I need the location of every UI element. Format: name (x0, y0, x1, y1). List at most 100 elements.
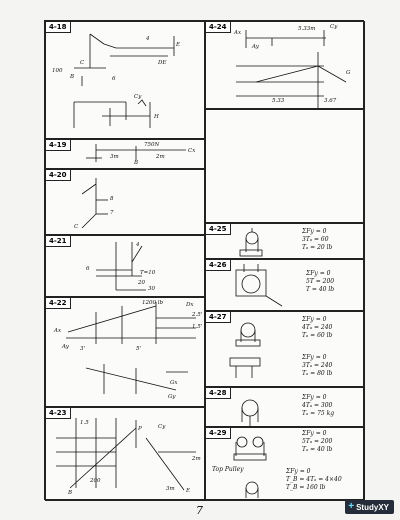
problem-number: 4-26 (206, 260, 231, 271)
problem-4-23-sketch (56, 418, 196, 491)
sketch-label: 3.67 (324, 98, 337, 104)
problem-4-20-sketch (81, 178, 108, 229)
sketch-label: Cx (188, 148, 196, 154)
sketch-label: Gy (168, 394, 176, 400)
equation-block: ΣFy = 0 3Tₐ = 240 Tₐ = 80 lb (302, 354, 332, 378)
problem-4-20-panel: 4-20 8 7 C (45, 169, 205, 235)
sketch-label: Cy (158, 424, 166, 430)
equation-line: 3Tₐ = 60 (302, 236, 329, 243)
sketch-label: Ay (62, 344, 69, 350)
problem-4-18-panel: 4-18 100 B C 4 6 E DE Cy H (45, 21, 205, 139)
sketch-label: 100 (52, 68, 63, 74)
sketch-label: Ay (252, 44, 259, 50)
sketch-label: 1.5 (80, 420, 89, 426)
problem-number: 4-27 (206, 312, 231, 323)
equation-line: T = 40 lb (306, 286, 335, 293)
sketch-label: 4 (136, 242, 140, 248)
sketch-label: 1.5' (192, 324, 203, 330)
problem-4-18-sketch (73, 33, 175, 128)
problem-number: 4-23 (46, 408, 71, 419)
equation-line: ΣFy = 0 (286, 468, 311, 475)
sketch-label: 3m (166, 486, 175, 492)
sketch-label: 2.5' (192, 312, 203, 318)
page-number: 7 (196, 504, 203, 517)
problem-4-22-panel: 4-22 1200 lb Dx 2.5' 1.5' Ax Ay 3' 5' Gx… (45, 297, 205, 407)
problem-number: 4-21 (46, 236, 71, 247)
sketch-label: G (346, 70, 351, 76)
sketch-label: B (134, 160, 139, 166)
equation-line: 5Tₐ = 200 (302, 438, 333, 445)
sketch-label: 2m (156, 154, 165, 160)
equation-line: Tₐ = 80 lb (302, 370, 333, 377)
equation-block: ΣFy = 0 T_B = 4Tₐ = 4×40 T_B = 160 lb (286, 468, 342, 492)
sketch-label: P (138, 426, 142, 432)
top-pulley-label: Top Pulley (212, 466, 244, 473)
equation-line: Tₐ = 20 lb (302, 244, 333, 251)
problem-4-28-sketch (241, 399, 259, 426)
problem-4-26-sketch (235, 264, 283, 307)
sketch-label: H (154, 114, 159, 120)
equation-block: ΣFy = 0 4Tₐ = 240 Tₐ = 60 lb (302, 316, 332, 340)
sketch-label: E (186, 488, 191, 494)
sketch-label: C (80, 60, 85, 66)
equation-line: 4Tₐ = 240 (302, 324, 333, 331)
plus-icon: + (348, 501, 355, 512)
equation-block: ΣFy = 0 5Tₐ = 200 Tₐ = 40 lb (302, 430, 332, 454)
problem-4-23-panel: 4-23 1.5 P Cy 2m 3m E B 200 (45, 407, 205, 501)
equation-line: Tₐ = 75 kg (302, 410, 335, 417)
sketch-label: 6 (112, 76, 116, 82)
problem-4-19-panel: 4-19 750N 3m 2m Cx B (45, 139, 205, 169)
equation-block: ΣFy = 0 5T = 200 T = 40 lb (306, 270, 334, 294)
sketch-label: 7 (110, 210, 114, 216)
equation-line: 5T = 200 (306, 278, 335, 285)
solution-sheet: 4-18 100 B C 4 6 E DE Cy H 4-19 750N 3m … (44, 20, 365, 501)
equation-line: ΣFy = 0 (302, 316, 327, 323)
problem-4-21-sketch (96, 242, 146, 291)
problem-number: 4-19 (46, 140, 71, 151)
problem-number: 4-25 (206, 224, 231, 235)
equation-line: 3Tₐ = 240 (302, 362, 333, 369)
problem-4-24-panel: 4-24 5.33m Cy Ax Ay G 5.33 3.67 (205, 21, 365, 109)
sketch-label: 2m (192, 456, 201, 462)
badge-text: StudyXY (356, 502, 389, 512)
sketch-label: 20 (138, 280, 145, 286)
problem-4-22-sketch (66, 302, 196, 394)
sketch-label: B (68, 490, 73, 496)
sketch-label: Cy (330, 24, 338, 30)
equation-line: T_B = 4Tₐ = 4×40 (286, 476, 342, 483)
problem-4-29-panel: 4-29 ΣFy = 0 5Tₐ = 200 Tₐ = 40 lb Top Pu… (205, 427, 365, 501)
equation-line: ΣFy = 0 (302, 394, 327, 401)
sketch-label: 5' (136, 346, 142, 352)
problem-4-28-panel: 4-28 ΣFy = 0 4Tₐ = 300 Tₐ = 75 kg (205, 387, 365, 427)
problem-4-21-panel: 4-21 4 6 T=10 20 30 (45, 235, 205, 297)
sketch-label: DE (158, 60, 167, 66)
sketch-label: 5.33m (298, 26, 316, 32)
sketch-label: 750N (144, 142, 160, 148)
sketch-label: Ax (54, 328, 62, 334)
sketch-label: 3' (80, 346, 86, 352)
sketch-label: B (70, 74, 75, 80)
problem-4-27-sketch (229, 322, 261, 378)
equation-line: ΣFy = 0 (302, 354, 327, 361)
sketch-label: 8 (110, 196, 114, 202)
equation-line: Tₐ = 40 lb (302, 446, 333, 453)
sketch-label: T=10 (140, 270, 156, 276)
problem-number: 4-22 (46, 298, 71, 309)
equation-block: ΣFy = 0 4Tₐ = 300 Tₐ = 75 kg (302, 394, 334, 418)
problem-4-25-sketch (239, 228, 263, 257)
sketch-label: 5.33 (272, 98, 285, 104)
sketch-label: C (74, 224, 79, 230)
studyxy-badge[interactable]: + StudyXY (345, 500, 394, 514)
problem-4-27-panel: 4-27 ΣFy = 0 4Tₐ = 240 Tₐ = 60 lb ΣFy = … (205, 311, 365, 387)
blank-panel (205, 109, 365, 223)
equation-block: ΣFy = 0 3Tₐ = 60 Tₐ = 20 lb (302, 228, 332, 252)
problem-number: 4-20 (46, 170, 71, 181)
sketch-label: 6 (86, 266, 90, 272)
problem-4-24-sketch (236, 30, 347, 108)
problem-4-19-sketch (86, 144, 186, 162)
equation-line: 4Tₐ = 300 (302, 402, 333, 409)
sketch-label: 3m (110, 154, 119, 160)
equation-line: ΣFy = 0 (306, 270, 331, 277)
equation-line: Tₐ = 60 lb (302, 332, 333, 339)
sketch-label: 1200 lb (142, 300, 164, 306)
